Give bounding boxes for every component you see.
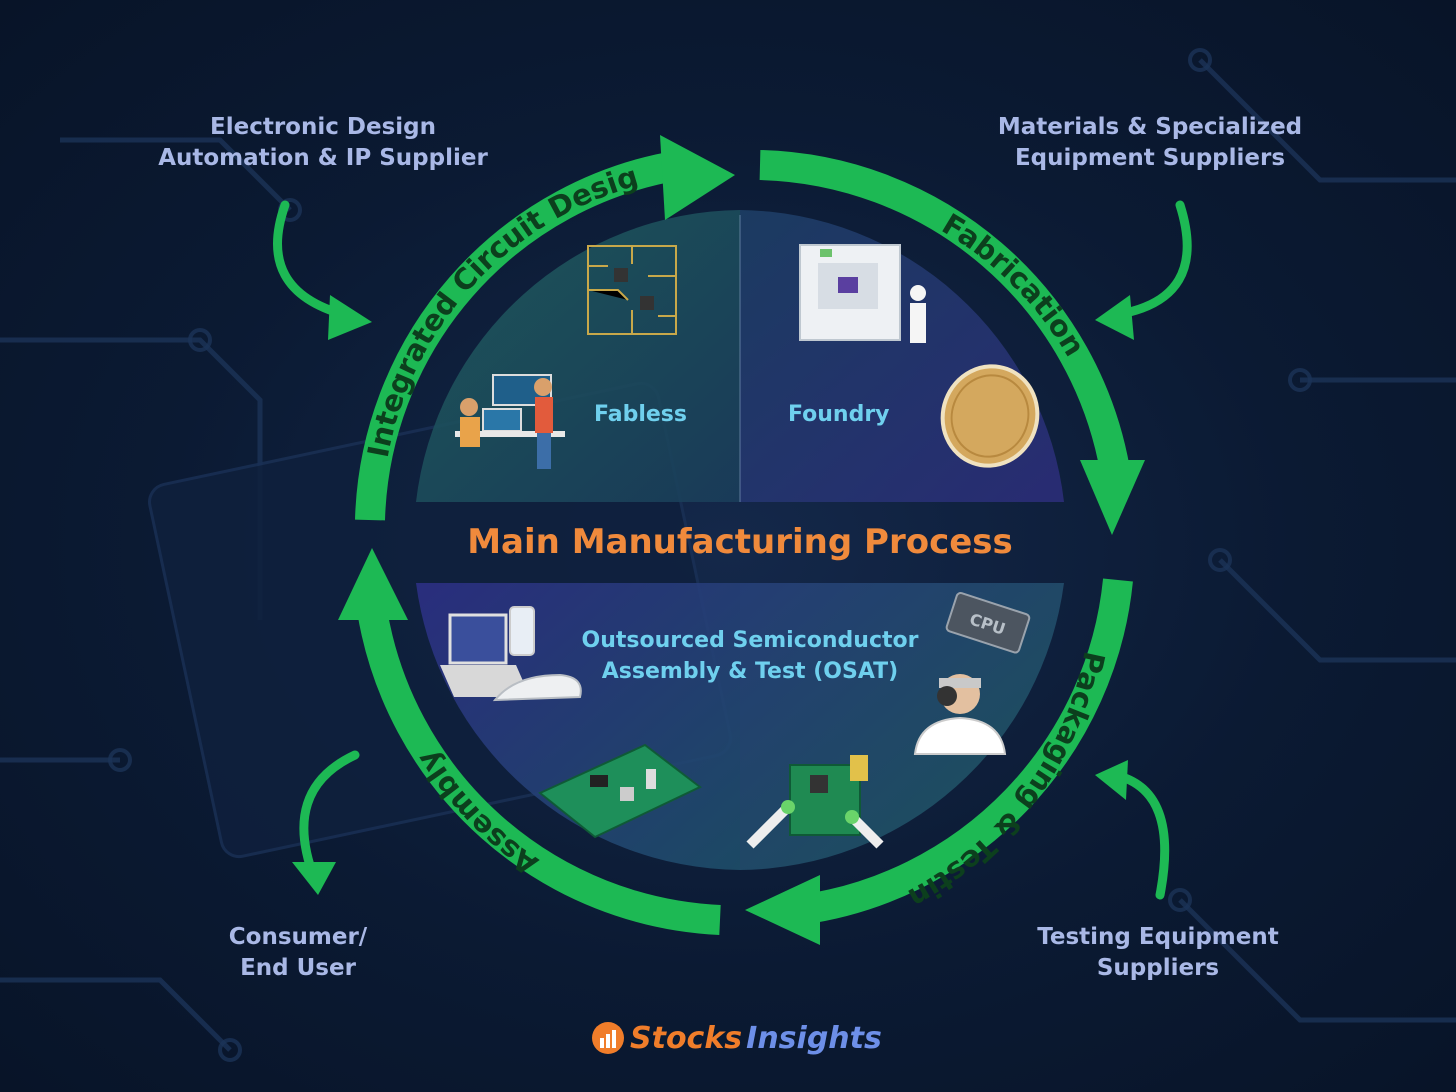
arrowhead-design xyxy=(660,135,735,220)
arrow-materials-in xyxy=(1110,200,1192,320)
circuit-board-illustration xyxy=(538,743,702,839)
main-process-title: Main Manufacturing Process xyxy=(467,522,1013,562)
arrowhead-testing xyxy=(1095,760,1128,800)
logo-word-stocks: Stocks xyxy=(630,1020,743,1056)
arrow-fabrication-stroke xyxy=(759,150,1130,473)
arrowhead-packaging xyxy=(745,875,820,945)
arrowhead-materials xyxy=(1095,295,1134,340)
foundry-label: Foundry xyxy=(788,402,890,427)
engineers-illustration xyxy=(455,374,565,469)
arrowhead-assembly xyxy=(338,548,408,620)
devices-illustration xyxy=(440,606,582,702)
supplier-arrowheads xyxy=(292,295,1134,895)
cpu-illustration: CPU xyxy=(945,592,1031,654)
inspector-illustration xyxy=(913,674,1007,755)
arrow-packaging-stroke xyxy=(797,578,1133,925)
logo-mark xyxy=(592,1022,624,1054)
arrow-eda-in xyxy=(273,200,350,320)
fab-machine-illustration xyxy=(799,244,926,343)
arrowhead-fabrication xyxy=(1080,460,1145,535)
pcb-illustration xyxy=(587,245,677,335)
fabless-label: Fabless xyxy=(594,402,687,427)
arrowhead-consumer xyxy=(292,862,336,895)
arrow-testing-in xyxy=(1110,770,1170,900)
quadrant-fabless-panel xyxy=(416,210,740,502)
logo-word-insights: Insights xyxy=(746,1020,882,1056)
arrowhead-eda xyxy=(328,295,372,340)
arrow-design-stroke xyxy=(355,150,683,521)
soldering-illustration xyxy=(746,755,884,849)
circuit-nodes xyxy=(108,48,1312,1062)
cycle-arrowheads xyxy=(338,135,1145,945)
consumer-label: Consumer/End User xyxy=(228,924,368,981)
stocks-insights-logo: Stocks Insights xyxy=(630,1016,882,1060)
wafer-illustration xyxy=(940,364,1040,468)
supplier-arrows xyxy=(273,200,1192,900)
cycle-arrows xyxy=(355,150,1133,935)
arrow-consumer-out xyxy=(299,750,360,885)
arrow-assembly-stroke xyxy=(357,607,721,935)
